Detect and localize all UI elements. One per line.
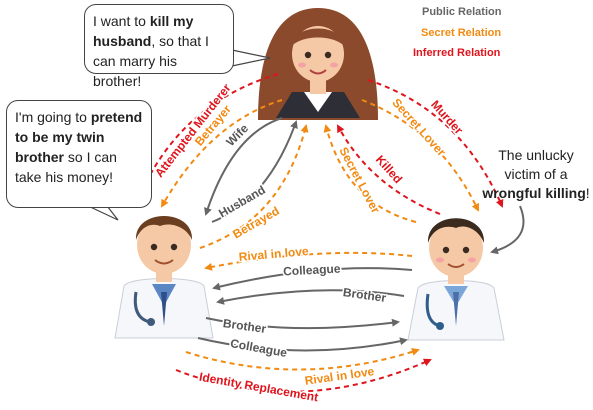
victim-note-bold: wrongful killing: [482, 185, 586, 201]
husband-avatar-icon: [114, 216, 214, 339]
edge-identity-replacement: [175, 358, 432, 393]
edge-betrayed: [199, 124, 309, 249]
wife-speech-post: , so that I can marry his brother!: [93, 33, 209, 89]
legend-public-relation: Public Relation: [422, 6, 502, 18]
wife-speech-bold: kill my husband: [93, 13, 194, 49]
edge-brother-top: [216, 289, 405, 305]
label-attempted-murderer: Attempted Murderer: [152, 81, 234, 180]
label-brother-bottom: Brother: [222, 316, 267, 336]
edge-colleague-top: [212, 267, 413, 291]
edge-brother-bottom: [205, 317, 400, 330]
victim-note-arrow: [490, 205, 525, 255]
victim-note-post: !: [585, 185, 590, 201]
label-colleague-bottom: Colleague: [229, 336, 288, 360]
edge-husband: [211, 120, 298, 223]
victim-note: The unlucky victim of a wrongful killing…: [480, 146, 592, 203]
edge-colleague-bottom: [197, 337, 408, 352]
legend-inferred-relation: Inferred Relation: [413, 47, 501, 59]
edge-wife: [204, 117, 283, 216]
label-rival-in-love-top: Rival in love: [238, 244, 309, 264]
legend-secret-relation: Secret Relation: [421, 27, 502, 39]
wife-speech-pre: I want to: [93, 13, 150, 29]
edge-betrayer: [161, 99, 283, 208]
wife-speech-bubble: I want to kill my husband, so that I can…: [84, 4, 234, 89]
label-secret-lover-inner: Secret Lover: [336, 145, 383, 216]
label-killed: Killed: [373, 152, 405, 186]
label-wife: Wife: [223, 121, 251, 149]
label-murder: Murder: [428, 98, 466, 138]
victim-note-pre: The unlucky victim of a: [498, 147, 574, 182]
edge-murder: [367, 79, 504, 208]
brother-avatar-icon: [407, 218, 505, 341]
label-colleague-top: Colleague: [283, 261, 341, 278]
husband-speech-pre: I'm going to: [15, 109, 91, 125]
edge-rival-in-love-bottom: [185, 348, 420, 371]
husband-speech-bold: pretend to be my twin brother: [15, 109, 143, 165]
edge-secret-lover-inner: [323, 124, 417, 223]
label-identity-replacement: Identity Replacement: [198, 370, 319, 405]
husband-speech-post: so I can take his money!: [15, 149, 117, 185]
wife-avatar-icon: [258, 8, 378, 120]
wife-bubble-tail: [231, 49, 271, 67]
husband-speech-bubble: I'm going to pretend to be my twin broth…: [6, 100, 152, 208]
label-brother-top: Brother: [342, 285, 387, 305]
edge-secret-lover-outer: [361, 99, 480, 212]
